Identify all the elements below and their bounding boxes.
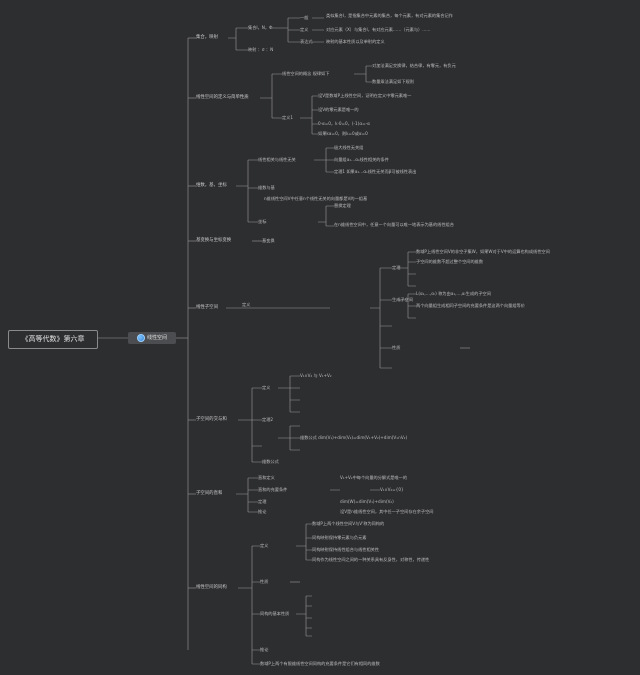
dim-desc-5: 在n维线性空间中，任意一个向量可以唯一地表示为基的线性组合 [334,222,454,227]
hub-label: 线性空间 [146,335,167,341]
iso-item-2[interactable]: 同构的基本性质 [260,611,290,616]
inter-desc-1: 维数公式 dim(V₁)+dim(V₂)=dim(V₁+V₂)+dim(V₁∩V… [300,435,408,440]
def-desc-4: 0·α=0，k·0=0，(-1)α=-α [318,121,370,126]
direct-desc-2: dim(W)=dim(V₁)+dim(V₂) [340,499,394,504]
dim-desc-2: 定理1 如果α₁…αₛ线性无关而β可被线性表出 [334,169,417,174]
def-desc-5: 如果kα=0，则k=0或α=0 [318,131,368,136]
set-desc-2: 映射的基本性质以及单射的定义 [326,39,385,44]
dim-desc-0: 极大线性无关组 [334,145,364,150]
sub-desc-0: 数域P上线性空间V的非空子集W，如果W对于V中的运算也构成线性空间 [416,249,550,254]
topic-direct-sum[interactable]: 子空间的直和 [196,491,223,496]
def-desc-0: 对加法满足交换律，结合律，有零元，有负元 [372,63,456,68]
iso-item-3[interactable]: 推论 [260,647,269,652]
direct-desc-3: 设V是n维线性空间，其中任一子空间存在余子空间 [340,509,434,514]
dim-desc-4: 替换定理 [334,203,351,208]
direct-item-1[interactable]: 直和的充要条件 [258,487,288,492]
topic-set-map[interactable]: 集合，映射 [196,35,218,40]
sub-desc-1: 子空间的维数不超过整个空间的维数 [416,259,484,264]
set-item-definition[interactable]: 定义 [300,27,309,32]
dim-item-0[interactable]: 线性相关与线性无关 [258,157,296,162]
topic-dimension-basis[interactable]: 维数，基，坐标 [196,183,227,188]
iso-item-1[interactable]: 性质 [260,579,269,584]
def-item-0[interactable]: 线性空间的概念 规律如下 [282,71,330,76]
inter-desc-0: V₁∩V₂ 与 V₁+V₂ [300,373,332,378]
topic-subspace[interactable]: 线性子空间 [196,305,218,310]
topic-intersection-sum[interactable]: 子空间的交与和 [196,417,227,422]
def-desc-2: 设V是数域P上线性空间，证明在定义中零元素唯一 [318,93,412,98]
dim-desc-3: n维线性空间V中任意n个线性无关的向量都是V的一组基 [264,196,368,201]
dim-item-2[interactable]: 坐标 [258,219,267,224]
direct-item-3[interactable]: 推论 [258,509,267,514]
topic-definition[interactable]: 线性空间的定义与简单性质 [196,95,249,100]
dim-item-1[interactable]: 维数与基 [258,185,275,190]
sub-item-1[interactable]: 定理 [392,265,401,270]
sub-item-0[interactable]: 定义 [242,302,251,307]
iso-desc-1: 同构映射保持零元素与负元素 [312,535,367,540]
iso-desc-0: 数域P上两个线性空间V与V'称为同构的 [312,521,385,526]
inter-item-0[interactable]: 定义 [262,385,271,390]
hub-node[interactable]: 线性空间 [128,332,176,344]
sub-desc-3: 两个向量组生成相同子空间的充要条件是这两个向量组等价 [416,303,525,308]
map-node[interactable]: 映射 ：σ ：N [248,47,274,52]
def-desc-1: 数量乘法满足如下规则 [372,79,414,84]
direct-item-0[interactable]: 直和定义 [258,475,275,480]
change-node[interactable]: 基变换 [262,238,275,243]
inter-item-1[interactable]: 定理2 [262,417,274,422]
set-desc-1: 对应元素（X）与集合Ⅰ，有对应元素……（元素与）…… [326,27,431,32]
topic-isomorphism[interactable]: 线性空间的同构 [196,585,227,590]
set-desc-0: 类似集合Ⅰ，是指集合中元素的集合，每个元素，有对元素的集合记作 [326,13,453,18]
direct-item-2[interactable]: 定理 [258,499,267,504]
def-item-1[interactable]: 定义1 [282,115,294,120]
iso-item-0[interactable]: 定义 [260,543,269,548]
iso-desc-2: 同构映射保持线性组合与线性相关性 [312,547,380,552]
def-desc-3: 设V的零元素是唯一的 [318,107,359,112]
globe-icon [136,334,145,342]
sub-item-2[interactable]: 生成子空间 [392,297,413,302]
set-item-expression[interactable]: 表达式 [300,39,313,44]
direct-desc-0: V₁+V₂中每个向量的分解式是唯一的 [340,475,408,480]
topic-basis-change[interactable]: 基变换与坐标变换 [196,238,232,243]
set-item-general[interactable]: 一般 [300,15,309,20]
root-node[interactable]: 《高等代数》第六章 [8,330,98,349]
inter-item-2[interactable]: 维数公式 [262,459,279,464]
dim-desc-1: 向量组α₁…αₛ线性相关的条件 [334,157,389,162]
iso-desc-3: 同构作为线性空间之间的一种关系具有反身性，对称性，传递性 [312,557,430,562]
iso-desc-4: 数域P上两个有限维线性空间同构的充要条件是它们有相同的维数 [260,661,380,666]
set-node[interactable]: 集合Ⅰ，N，Φ [248,25,273,30]
sub-item-3[interactable]: 性质 [392,345,401,350]
sub-desc-2: L(α₁,…,αᵣ) 称为由α₁,…,αᵣ生成的子空间 [416,291,491,296]
direct-desc-1: V₁∩V₂={0} [380,487,404,492]
